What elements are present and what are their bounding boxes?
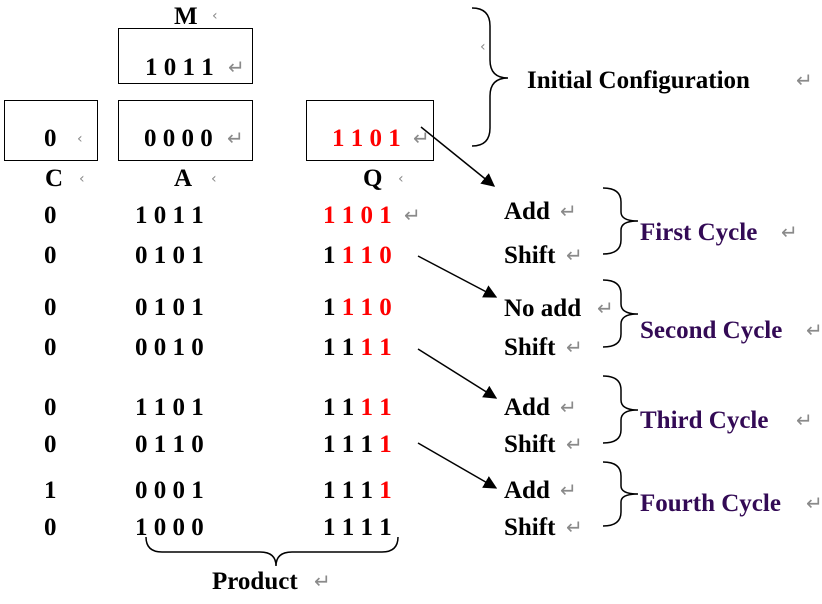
row-3-a: 0 1 0 1 — [135, 294, 204, 321]
row-4-q: 1 1 1 1 — [323, 335, 392, 360]
row-5-q-red: 1 1 — [360, 394, 392, 421]
row-4-a: 0 0 1 0 — [135, 334, 204, 361]
return-mark-row-1: ↵ — [404, 203, 421, 227]
third-cycle-label: Third Cycle — [640, 407, 769, 434]
first-cycle-brace — [602, 187, 639, 255]
c-register-value: 0 — [44, 125, 57, 152]
return-mark-cycle-3: ↵ — [796, 408, 813, 432]
return-mark-op-7: ↵ — [560, 478, 577, 502]
mark-a-header: ‹ — [211, 171, 217, 187]
return-mark-a: ↵ — [227, 126, 244, 150]
q-column-header: Q — [363, 165, 383, 192]
row-7-q-red: 1 — [379, 477, 392, 504]
row-6-q-red: 1 — [379, 431, 392, 458]
operation-2: Shift — [504, 242, 556, 269]
q-register-box — [306, 100, 434, 161]
return-mark-product: ↵ — [314, 569, 331, 593]
a-register-value: 0 0 0 0 — [144, 125, 213, 152]
mark-brace-tip: ‹ — [480, 39, 486, 55]
first-cycle-label: First Cycle — [640, 219, 758, 246]
return-mark-cycle-1: ↵ — [781, 220, 798, 244]
return-mark-m: ↵ — [228, 55, 245, 79]
return-mark-cycle-4: ↵ — [806, 491, 822, 515]
arrow-to-fourth-cycle — [417, 442, 498, 489]
mark-c-register: ‹ — [77, 131, 83, 147]
row-3-q-black: 1 — [323, 294, 342, 321]
product-brace — [145, 536, 399, 567]
return-mark-op-4: ↵ — [566, 335, 583, 359]
return-mark-op-1: ↵ — [560, 199, 577, 223]
operation-6: Shift — [504, 431, 556, 458]
row-2-c: 0 — [44, 242, 57, 269]
second-cycle-label: Second Cycle — [640, 317, 783, 344]
c-register-box — [4, 100, 98, 161]
row-6-q-black: 1 1 1 — [323, 431, 380, 458]
row-1-a: 1 0 1 1 — [135, 202, 204, 229]
initial-config-brace — [471, 7, 509, 147]
return-mark-q: ↵ — [413, 126, 430, 150]
row-1-c: 0 — [44, 202, 57, 229]
row-4-c: 0 — [44, 334, 57, 361]
fourth-cycle-brace — [602, 461, 639, 527]
row-6-q: 1 1 1 1 — [323, 432, 392, 457]
return-mark-initial: ↵ — [796, 68, 813, 92]
row-7-q: 1 1 1 1 — [323, 478, 392, 503]
row-8-q-black: 1 1 1 1 — [323, 514, 392, 541]
arrow-to-third-cycle — [417, 348, 498, 399]
row-2-a: 0 1 0 1 — [135, 242, 204, 269]
a-column-header: A — [174, 165, 193, 192]
row-2-q: 1 1 1 0 — [323, 243, 392, 268]
m-register-box — [118, 28, 253, 84]
row-2-q-black: 1 — [323, 242, 342, 269]
return-mark-op-3: ↵ — [597, 296, 614, 320]
row-4-q-black: 1 1 — [323, 334, 361, 361]
row-8-q: 1 1 1 1 — [323, 515, 392, 540]
row-8-c: 0 — [44, 514, 57, 541]
operation-5: Add — [504, 394, 550, 421]
row-1-q: 1 1 0 1 — [323, 203, 392, 228]
row-5-c: 0 — [44, 394, 57, 421]
mark-m-label: ‹ — [212, 8, 218, 24]
m-label: M — [174, 3, 198, 30]
product-label: Product — [212, 568, 298, 595]
operation-7: Add — [504, 477, 550, 504]
row-6-c: 0 — [44, 431, 57, 458]
initial-configuration-label: Initial Configuration — [527, 67, 750, 94]
row-7-c: 1 — [44, 477, 57, 504]
row-3-q-red: 1 1 0 — [341, 294, 392, 321]
row-3-c: 0 — [44, 294, 57, 321]
return-mark-op-6: ↵ — [566, 432, 583, 456]
operation-4: Shift — [504, 334, 556, 361]
return-mark-op-5: ↵ — [560, 395, 577, 419]
row-1-q-red: 1 1 0 1 — [323, 202, 392, 229]
row-4-q-red: 1 1 — [360, 334, 392, 361]
second-cycle-brace — [602, 279, 639, 348]
c-column-header: C — [45, 165, 64, 192]
a-register-box — [118, 100, 253, 161]
row-6-a: 0 1 1 0 — [135, 431, 204, 458]
return-mark-op-8: ↵ — [566, 515, 583, 539]
operation-3: No add — [504, 295, 582, 322]
operation-8: Shift — [504, 514, 556, 541]
q-register-value: 1 1 0 1 — [332, 125, 401, 152]
mark-q-header: ‹ — [398, 171, 404, 187]
row-8-a: 1 0 0 0 — [135, 514, 204, 541]
third-cycle-brace — [602, 375, 639, 444]
arrow-to-second-cycle — [417, 255, 498, 298]
row-5-q: 1 1 1 1 — [323, 395, 392, 420]
row-2-q-red: 1 1 0 — [341, 242, 392, 269]
row-5-a: 1 1 0 1 — [135, 394, 204, 421]
m-register-value: 1 0 1 1 — [145, 54, 214, 81]
mark-c-header: ‹ — [79, 171, 85, 187]
row-7-q-black: 1 1 1 — [323, 477, 380, 504]
return-mark-op-2: ↵ — [566, 243, 583, 267]
row-7-a: 0 0 0 1 — [135, 477, 204, 504]
return-mark-cycle-2: ↵ — [806, 318, 822, 342]
operation-1: Add — [504, 198, 550, 225]
row-5-q-black: 1 1 — [323, 394, 361, 421]
row-3-q: 1 1 1 0 — [323, 295, 392, 320]
fourth-cycle-label: Fourth Cycle — [640, 490, 781, 517]
